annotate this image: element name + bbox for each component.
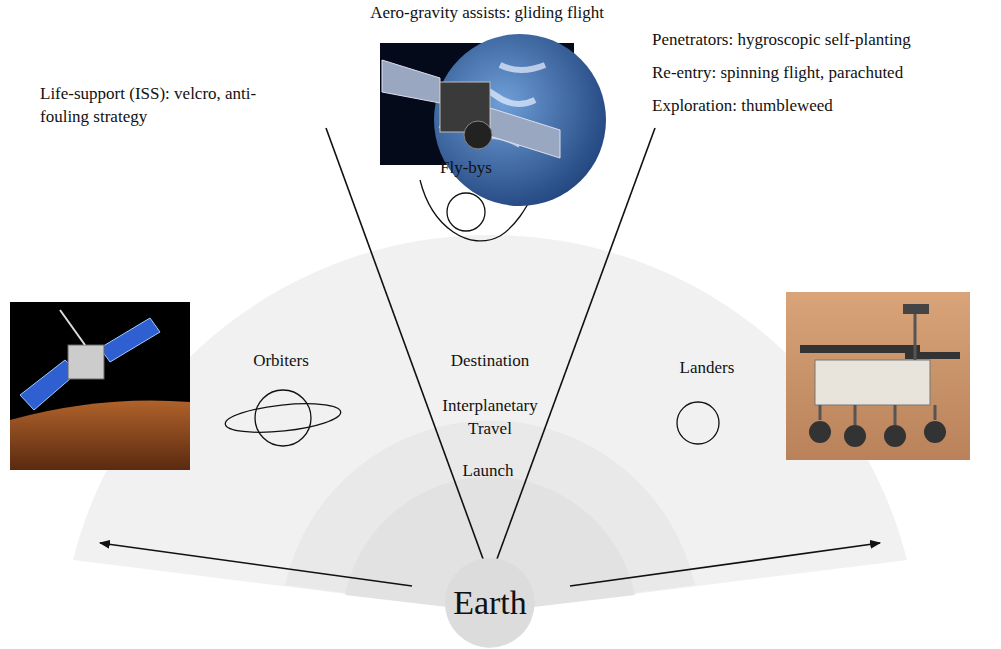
lander-icon <box>677 402 719 444</box>
flyby-icon <box>447 193 485 231</box>
phase-name: Launch <box>463 460 514 483</box>
direction-arrow <box>100 543 412 586</box>
stage-name: Landers <box>680 357 735 380</box>
stage-name: Orbiters <box>253 350 309 373</box>
earth-circle: Earth <box>445 558 535 648</box>
callout-heading: Aero-gravity assists: gliding flight <box>370 2 604 25</box>
phase-name: Interplanetary Travel <box>430 395 550 441</box>
stage-name: Fly-bys <box>440 157 492 180</box>
callout-text: Re-entry: spinning flight, parachuted <box>652 62 903 85</box>
node-label: Earth <box>453 584 527 622</box>
orbiter-picture <box>10 302 190 470</box>
satellite-picture <box>380 34 606 206</box>
callout-text: Exploration: thumbleweed <box>652 95 833 118</box>
fan-band <box>73 235 907 612</box>
direction-arrow <box>570 543 880 586</box>
callout-text: Life-support (ISS): velcro, anti-fouling… <box>40 83 280 129</box>
orbiter-icon <box>224 399 342 437</box>
callout-text: Penetrators: hygroscopic self-planting <box>652 29 911 52</box>
orbiter-icon <box>255 390 311 446</box>
rover-picture <box>786 292 970 460</box>
phase-name: Destination <box>451 350 529 373</box>
